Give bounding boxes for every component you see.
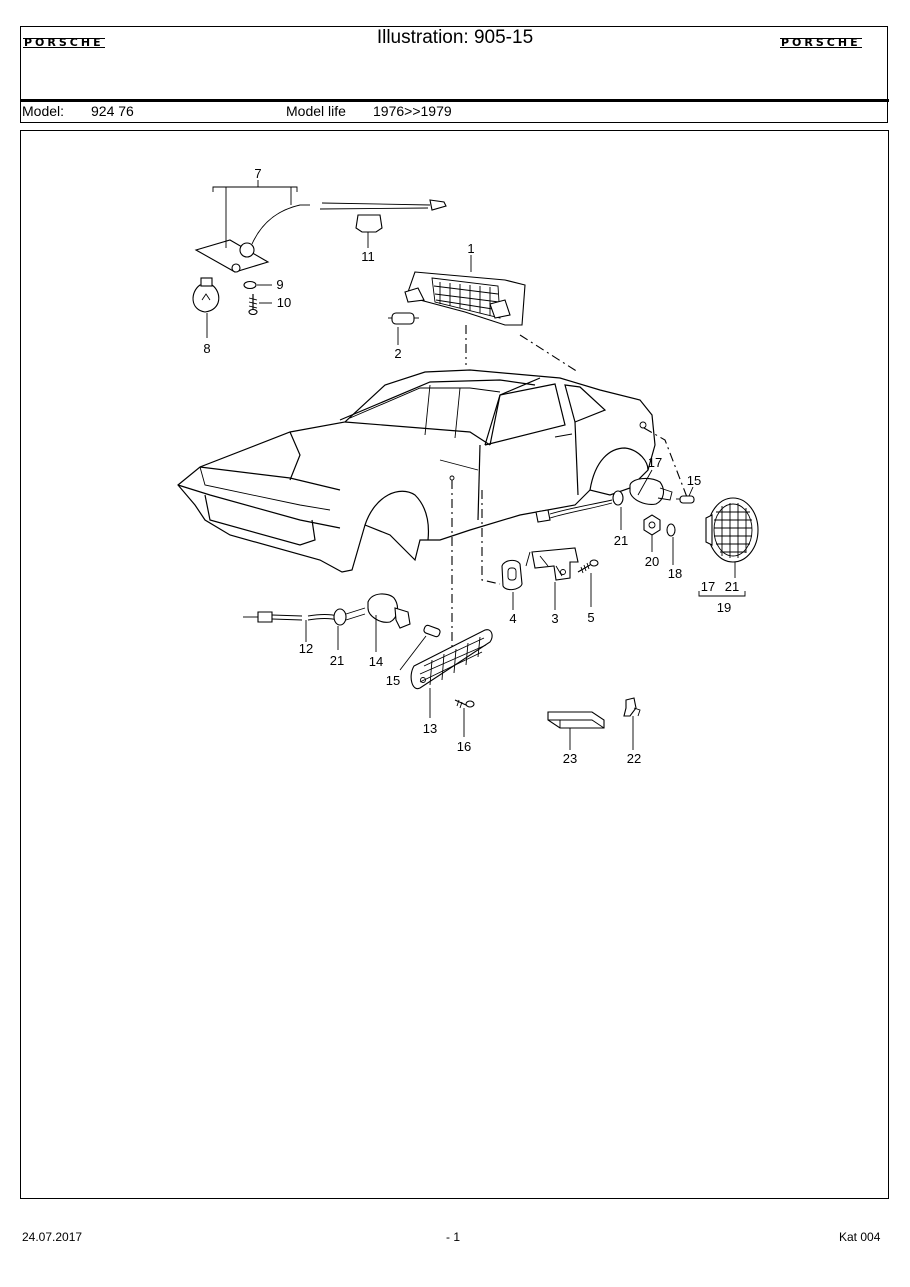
side-marker-lens-13 (410, 629, 493, 690)
callout-18: 18 (668, 566, 682, 581)
nut-20 (643, 514, 661, 536)
bulb-15-right (676, 495, 695, 504)
bulb-8 (192, 277, 220, 313)
callout-15-right: 15 (687, 473, 701, 488)
footer-catalog-code: Kat 004 (839, 1230, 881, 1244)
callout-4: 4 (509, 611, 516, 626)
interior-light (404, 271, 526, 326)
callout-7: 7 (254, 166, 261, 181)
porsche-logo-left: PORSCHE (23, 36, 105, 49)
model-life-label: Model life (286, 103, 346, 119)
screw-10 (248, 294, 258, 316)
illustration-frame (20, 130, 889, 1199)
bulb-15-left (423, 624, 441, 638)
callout-13: 13 (423, 721, 437, 736)
car-body (177, 369, 656, 573)
callout-5: 5 (587, 610, 594, 625)
screw-16 (454, 699, 475, 709)
callout-21-right: 21 (614, 533, 628, 548)
washer-9 (243, 280, 257, 290)
callout-17-right: 17 (648, 455, 662, 470)
callout-8: 8 (203, 341, 210, 356)
footer-date: 24.07.2017 (22, 1230, 83, 1244)
side-marker-lens-19 (705, 497, 759, 563)
side-marker-wiring-left (243, 607, 366, 626)
socket-17 (629, 477, 673, 505)
callout-22: 22 (627, 751, 641, 766)
washer-18 (666, 523, 676, 537)
trim-strip-23 (547, 711, 605, 729)
callout-9: 9 (276, 277, 283, 292)
footer-page-number: - 1 (446, 1230, 461, 1244)
header-rule (20, 99, 889, 102)
model-bar (20, 102, 888, 123)
model-label: Model: (22, 103, 65, 119)
contact-switch-3 (525, 547, 579, 581)
callout-11: 11 (361, 249, 375, 264)
callout-2: 2 (394, 346, 401, 361)
callout-1: 1 (467, 241, 474, 256)
parts-diagram: 1 2 7 11 8 9 (150, 138, 760, 794)
callout-21-bracket: 21 (725, 579, 739, 594)
model-value: 924 76 (91, 103, 134, 119)
model-life-value: 1976>>1979 (373, 103, 452, 119)
callout-17-bracket: 17 (701, 579, 715, 594)
callout-20: 20 (645, 554, 659, 569)
page-title: Illustration: 905-15 (376, 27, 534, 48)
callout-23: 23 (563, 751, 577, 766)
side-marker-wiring-right (535, 490, 624, 523)
screw-5 (577, 559, 599, 574)
callout-16: 16 (457, 739, 471, 754)
license-plate-light (194, 199, 447, 273)
door-striker-4 (501, 559, 523, 591)
porsche-logo-right: PORSCHE (780, 36, 862, 49)
callout-15-left: 15 (386, 673, 400, 688)
callout-10: 10 (277, 295, 291, 310)
callout-14: 14 (369, 654, 383, 669)
callout-12: 12 (299, 641, 313, 656)
clip-22 (623, 697, 641, 717)
festoon-bulb (388, 312, 419, 325)
clip-11 (355, 214, 383, 233)
callout-3: 3 (551, 611, 558, 626)
socket-14 (367, 593, 411, 629)
callout-21-left: 21 (330, 653, 344, 668)
callout-19: 19 (717, 600, 731, 615)
